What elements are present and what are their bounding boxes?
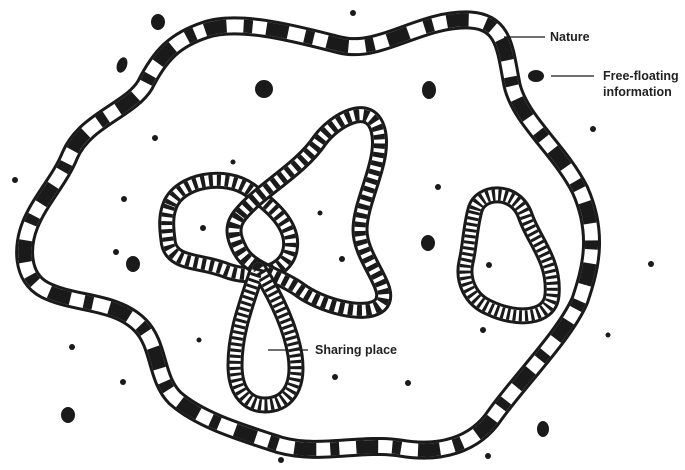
dot [421,235,435,251]
dot [480,327,486,333]
free-floating-dots [12,10,654,463]
dot [61,407,75,423]
dot [332,374,338,380]
dot [115,56,130,74]
dot [255,80,273,98]
dot [590,126,596,132]
sharing-place-label: Sharing place [315,343,397,357]
free-floating-label-line1: Free-floating [603,69,679,83]
nature-label: Nature [550,30,590,44]
dot [200,225,206,231]
dot [350,10,356,16]
dot [318,211,323,216]
dot [231,160,236,165]
dot [120,379,126,385]
dot [197,338,202,343]
dot [606,333,611,338]
dot [113,249,119,255]
dot [12,177,18,183]
inner-loop-right [465,195,552,316]
dot [278,457,284,463]
dot [486,262,492,268]
dot [405,380,411,386]
dot [69,344,75,350]
nature-boundary [25,20,592,450]
dot [121,196,127,202]
dot [648,261,654,267]
dot [152,135,158,141]
dot [485,453,491,459]
dot [422,81,436,99]
dot [339,256,345,262]
dot [528,70,544,82]
dot [537,421,549,437]
dot [151,14,165,30]
free-floating-label-line2: information [603,85,672,99]
dot [435,184,441,190]
dot [126,256,140,272]
